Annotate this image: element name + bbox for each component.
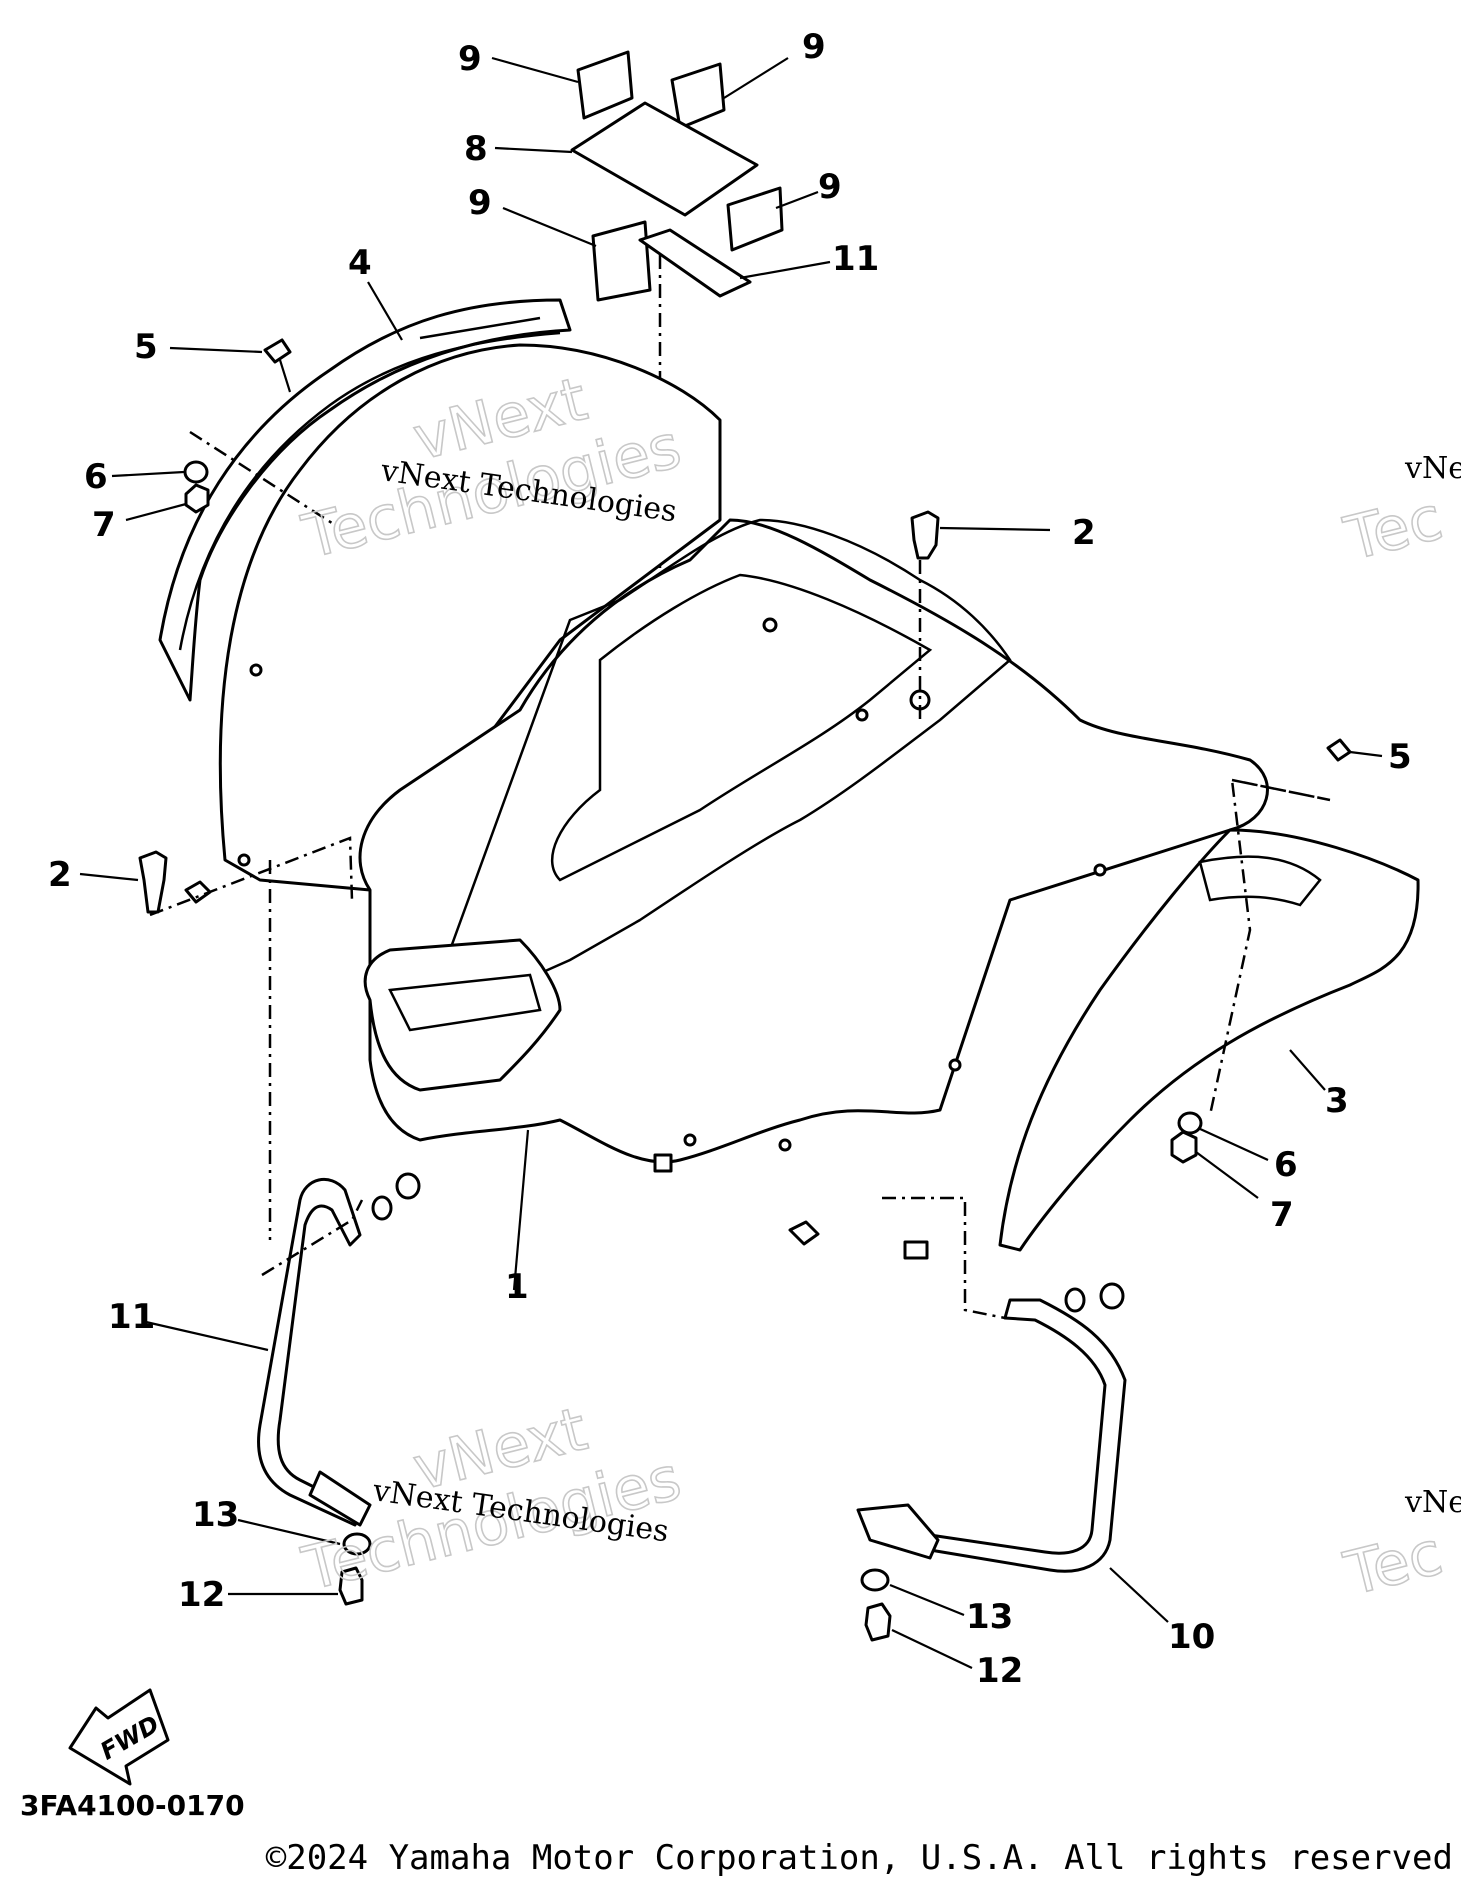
callout-13-right: 13: [966, 1597, 1013, 1637]
callout-9-top-left: 9: [458, 39, 482, 79]
part-11-strip: [638, 228, 752, 298]
callout-2-right: 2: [1072, 513, 1096, 553]
svg-text:Tec: Tec: [1338, 483, 1449, 574]
callout-8: 8: [464, 129, 488, 169]
part-9-mid-right: [726, 186, 784, 252]
fwd-arrow: FWD: [68, 1688, 170, 1786]
callout-11-bottom: 11: [108, 1297, 155, 1337]
bolt-2-right: [910, 510, 940, 560]
washer-13-right: [860, 1568, 890, 1592]
copyright-notice: ©2024 Yamaha Motor Corporation, U.S.A. A…: [265, 1838, 1453, 1878]
screw-5-top: [263, 338, 292, 364]
alignment-lines: [149, 430, 1331, 1320]
svg-text:vNe: vNe: [1404, 451, 1461, 486]
callout-13-left: 13: [192, 1495, 239, 1535]
grab-bar-part-11: [257, 1178, 372, 1527]
mud-flap-part-3: [998, 828, 1420, 1252]
svg-text:vNe: vNe: [1404, 1485, 1461, 1520]
svg-text:Tec: Tec: [1338, 1518, 1449, 1609]
fasteners: [138, 338, 1352, 1642]
callout-9-top-right: 9: [802, 27, 826, 67]
callout-11-top: 11: [832, 239, 879, 279]
callout-3: 3: [1325, 1081, 1349, 1121]
callout-5-left: 5: [134, 327, 158, 367]
part-8-pad: [570, 101, 759, 217]
diagram-code: 3FA4100-0170: [20, 1789, 245, 1822]
washer-6-right: [1177, 1111, 1203, 1135]
callout-9-mid-left: 9: [468, 183, 492, 223]
screw-5-right: [1326, 738, 1352, 762]
rear-fender-part-1: [218, 343, 1269, 1260]
bolt-12-right: [864, 1602, 892, 1642]
mud-flap-part-4: [158, 298, 572, 702]
leader-lines: [79, 56, 1383, 1669]
callout-4: 4: [348, 243, 372, 283]
callout-12-left: 12: [178, 1575, 225, 1615]
washer-6-left: [183, 460, 209, 484]
nut-7-right: [1170, 1130, 1198, 1164]
part-9-mid-left: [591, 220, 652, 302]
part-9-top-right: [670, 62, 726, 130]
grab-bar-part-10: [856, 1298, 1127, 1573]
callout-1: 1: [505, 1267, 529, 1307]
callout-7-left: 7: [92, 505, 116, 545]
reflector-group: [570, 50, 784, 880]
callout-labels: 1 2 2 3 4 5 5 6 6 7 7 8 9 9 9 9 10 11 11…: [48, 27, 1412, 1691]
washer-13-left: [342, 1532, 372, 1556]
callout-5-right: 5: [1388, 737, 1412, 777]
part-9-top-left: [576, 50, 634, 120]
callout-6-left: 6: [84, 457, 108, 497]
nut-7-left: [184, 483, 210, 514]
callout-12-right: 12: [976, 1651, 1023, 1691]
callout-6-right: 6: [1274, 1145, 1298, 1185]
callout-2-left: 2: [48, 855, 72, 895]
callout-9-mid-right: 9: [818, 167, 842, 207]
callout-7-right: 7: [1270, 1195, 1294, 1235]
bolt-2-left: [138, 850, 168, 914]
bolt-12-left: [338, 1566, 364, 1606]
callout-10: 10: [1168, 1617, 1215, 1657]
